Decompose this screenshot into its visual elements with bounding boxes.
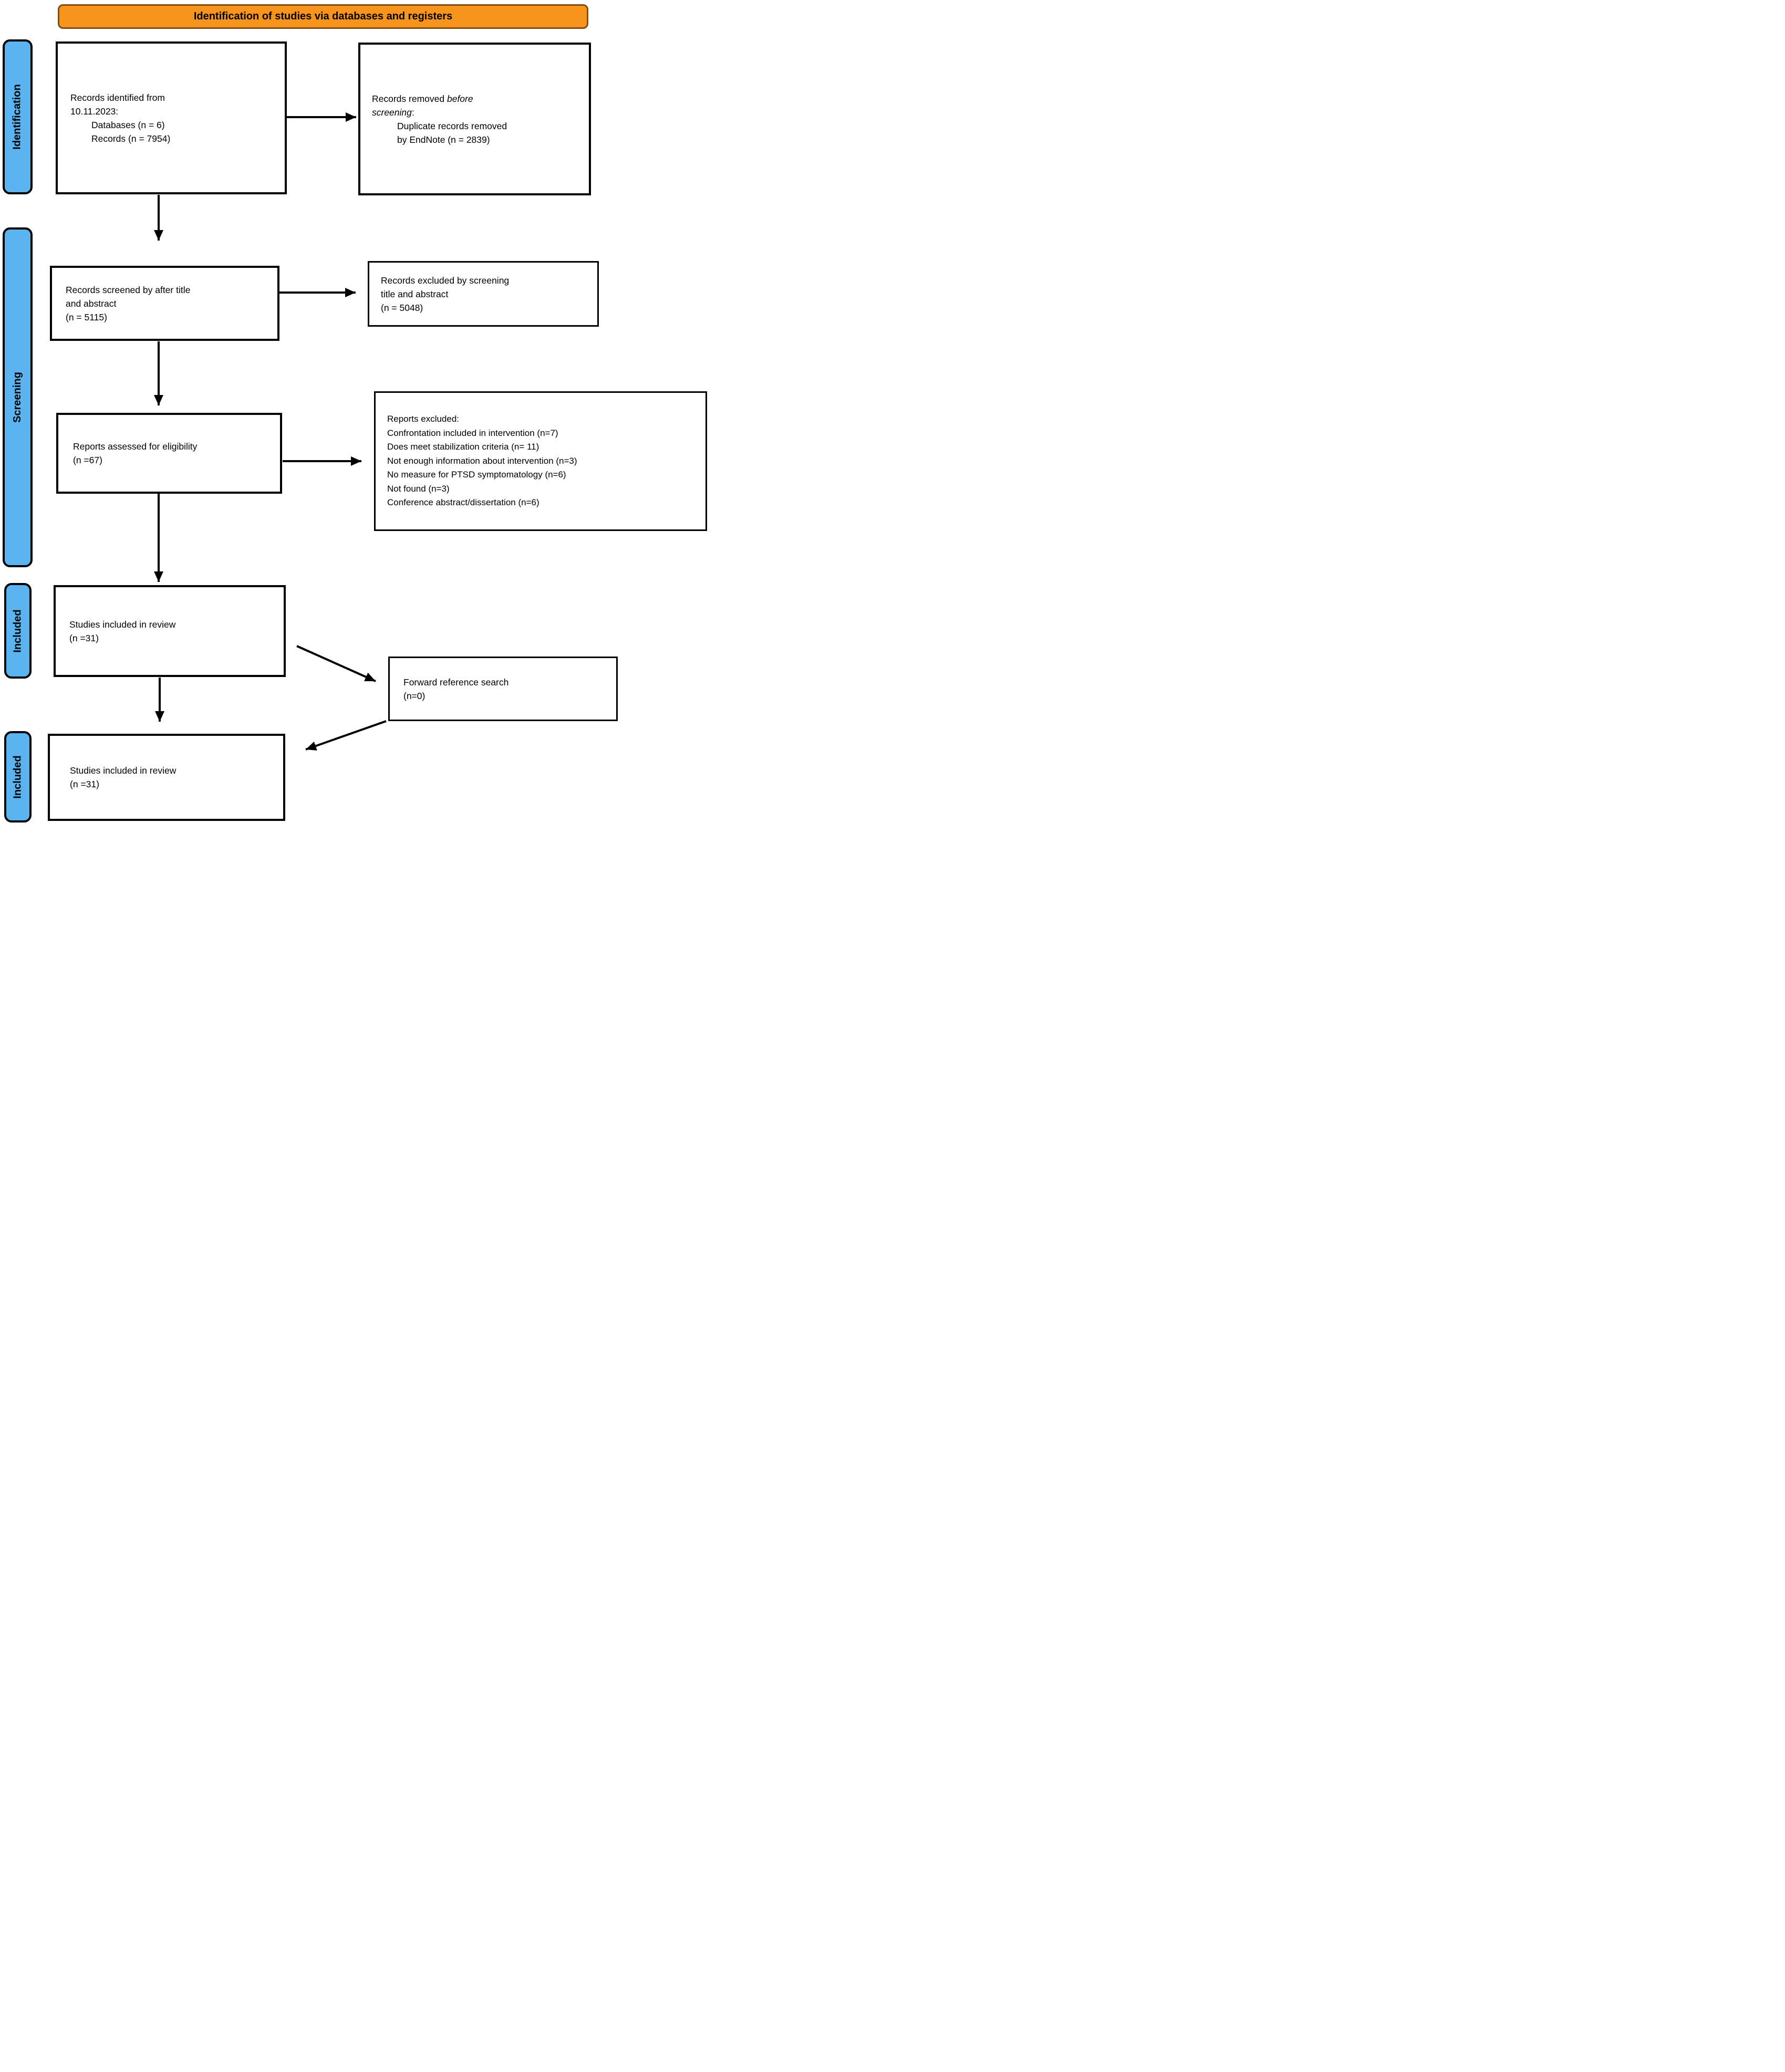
reports-excluded-box: Reports excluded: Confrontation included… xyxy=(374,391,707,531)
box-text-line: by EndNote (n = 2839) xyxy=(397,134,490,145)
box-text-line: Records excluded by screening xyxy=(381,275,510,286)
box-text-line: (n=0) xyxy=(403,690,426,701)
text-italic: before xyxy=(447,93,473,104)
box-text-line: title and abstract xyxy=(381,288,449,299)
text-italic: screening xyxy=(372,107,412,118)
studies-included-box: Studies included in review (n =31) xyxy=(54,585,286,677)
arrow-forward-search-to-final-icon xyxy=(305,720,387,751)
records-screened-box: Records screened by after title and abst… xyxy=(50,266,279,341)
phase-tab-included-2: Included xyxy=(4,731,32,822)
exclusion-reason: Not found (n=3) xyxy=(387,483,450,494)
box-text-line: screening: xyxy=(372,106,589,119)
exclusion-reason: Does meet stabilization criteria (n= 11) xyxy=(387,442,539,452)
phase-tab-label: Included xyxy=(12,609,24,653)
records-identified-box: Records identified from 10.11.2023: Data… xyxy=(56,41,287,194)
text-normal: Records removed xyxy=(372,93,447,104)
box-text-line: Reports excluded: xyxy=(387,414,460,424)
box-text-line: (n =31) xyxy=(70,779,99,789)
exclusion-reason: Conference abstract/dissertation (n=6) xyxy=(387,497,539,508)
box-text-line: (n =67) xyxy=(73,455,102,465)
box-text-line: (n = 5115) xyxy=(66,311,107,322)
studies-included-final-box: Studies included in review (n =31) xyxy=(48,734,285,821)
box-text-line: Studies included in review xyxy=(69,619,176,630)
phase-tab-screening: Screening xyxy=(3,227,33,567)
forward-reference-search-box: Forward reference search (n=0) xyxy=(388,657,618,721)
phase-tab-label: Included xyxy=(12,755,24,799)
records-excluded-box: Records excluded by screening title and … xyxy=(368,261,599,327)
box-text-line: 10.11.2023: xyxy=(70,106,119,117)
phase-tab-label: Screening xyxy=(12,372,24,423)
prisma-flow-diagram: Identification of studies via databases … xyxy=(0,0,709,822)
box-text-line: Duplicate records removed xyxy=(397,120,507,131)
exclusion-reason: Not enough information about interventio… xyxy=(387,455,577,466)
exclusion-reason: Confrontation included in intervention (… xyxy=(387,428,558,438)
box-text-line: Studies included in review xyxy=(70,765,177,776)
phase-tab-identification: Identification xyxy=(3,39,33,194)
reports-assessed-box: Reports assessed for eligibility (n =67) xyxy=(56,413,282,494)
box-text-line: Records screened by after title xyxy=(66,284,191,295)
box-text-line: (n = 5048) xyxy=(381,302,423,313)
header-banner: Identification of studies via databases … xyxy=(58,4,588,29)
records-removed-box: Records removed before screening: Duplic… xyxy=(358,43,591,195)
box-text-line: Forward reference search xyxy=(403,676,509,688)
box-text-line: Reports assessed for eligibility xyxy=(73,441,198,452)
header-title: Identification of studies via databases … xyxy=(193,11,453,22)
box-text-line: Records removed before xyxy=(372,92,589,106)
arrow-included-to-forward-search-icon xyxy=(296,645,376,682)
phase-tab-label: Identification xyxy=(12,84,24,150)
box-text-line: and abstract xyxy=(66,298,117,309)
box-text-line: Records identified from xyxy=(70,92,165,103)
box-text-line: Records (n = 7954) xyxy=(91,133,171,144)
phase-tab-included-1: Included xyxy=(4,583,32,679)
text-normal: : xyxy=(411,107,414,118)
box-text-line: Databases (n = 6) xyxy=(91,119,165,130)
exclusion-reason: No measure for PTSD symptomatology (n=6) xyxy=(387,470,566,480)
box-text-line: (n =31) xyxy=(69,632,99,643)
